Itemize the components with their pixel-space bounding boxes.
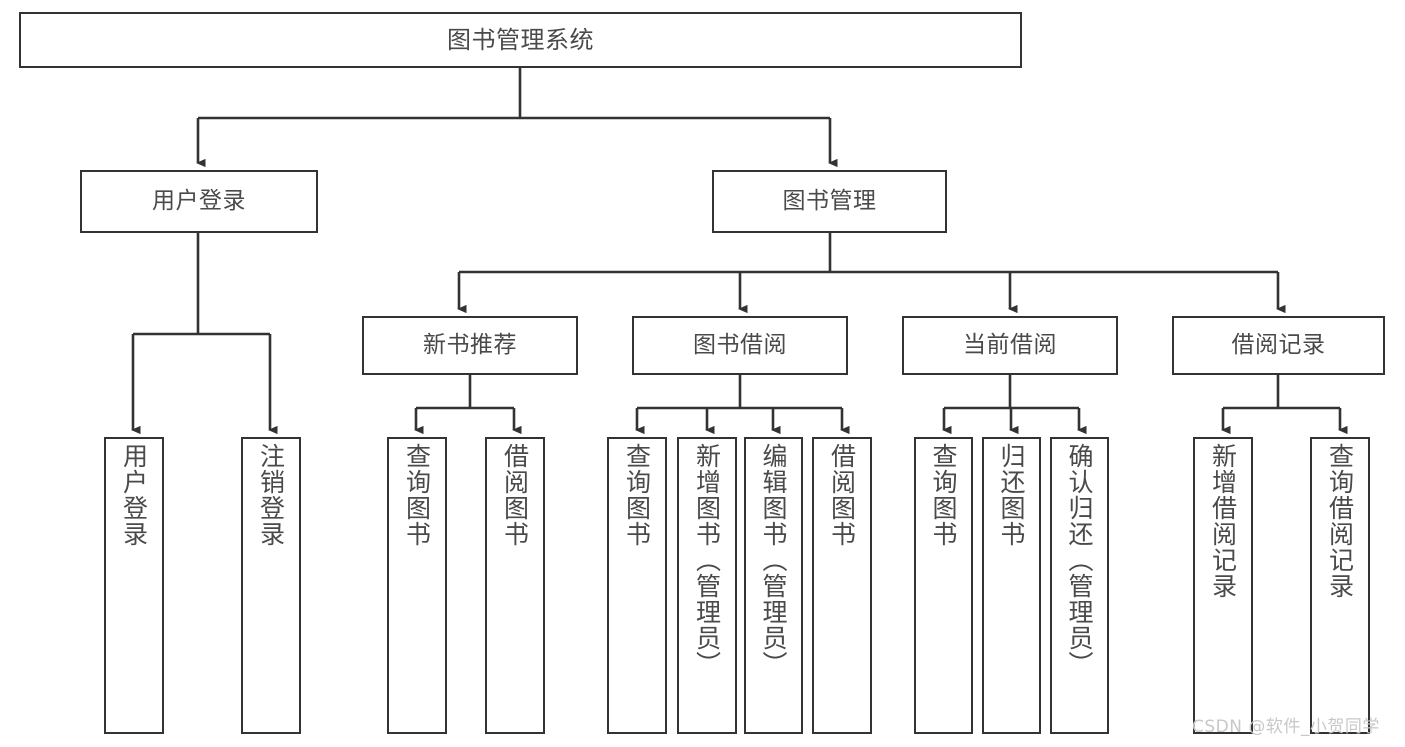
node-root-label: 图书管理系统 [447, 26, 594, 54]
node-leaf-borrow-book-1-label: 借阅图书 [500, 443, 530, 547]
node-leaf-query-book-2[interactable]: 查询图书 [607, 437, 667, 734]
node-leaf-edit-book-label: 编辑图书（管理员） [759, 443, 788, 677]
node-current-borrow[interactable]: 当前借阅 [902, 316, 1118, 375]
node-leaf-query-book-3[interactable]: 查询图书 [914, 437, 973, 734]
node-user-login-label: 用户登录 [152, 188, 246, 214]
node-leaf-query-book-2-label: 查询图书 [622, 443, 652, 547]
node-leaf-query-book-1-label: 查询图书 [402, 443, 432, 547]
node-book-borrow[interactable]: 图书借阅 [632, 316, 848, 375]
node-borrow-record[interactable]: 借阅记录 [1172, 316, 1385, 375]
node-leaf-borrow-book-2-label: 借阅图书 [827, 443, 857, 547]
node-leaf-edit-book[interactable]: 编辑图书（管理员） [744, 437, 803, 734]
node-leaf-query-record-label: 查询借阅记录 [1325, 443, 1355, 599]
node-leaf-logout[interactable]: 注销登录 [241, 437, 301, 734]
node-book-manage-label: 图书管理 [782, 188, 877, 214]
node-new-book-recommend[interactable]: 新书推荐 [362, 316, 578, 375]
node-leaf-borrow-book-2[interactable]: 借阅图书 [812, 437, 872, 734]
node-leaf-borrow-book-1[interactable]: 借阅图书 [485, 437, 545, 734]
node-book-borrow-label: 图书借阅 [693, 332, 787, 358]
node-leaf-add-book[interactable]: 新增图书（管理员） [677, 437, 737, 734]
node-leaf-add-book-label: 新增图书（管理员） [692, 443, 722, 677]
node-leaf-add-record-label: 新增借阅记录 [1208, 443, 1238, 599]
node-book-manage[interactable]: 图书管理 [712, 170, 947, 233]
node-leaf-logout-label: 注销登录 [256, 443, 286, 547]
node-user-login[interactable]: 用户登录 [80, 170, 318, 233]
node-leaf-confirm-return-label: 确认归还（管理员） [1065, 443, 1094, 677]
node-leaf-query-book-1[interactable]: 查询图书 [387, 437, 447, 734]
csdn-watermark: CSDN @软件_小贺同学 [1192, 717, 1380, 737]
node-leaf-confirm-return[interactable]: 确认归还（管理员） [1050, 437, 1109, 734]
node-current-borrow-label: 当前借阅 [963, 332, 1057, 358]
node-leaf-return-book-label: 归还图书 [997, 443, 1026, 547]
node-leaf-query-record[interactable]: 查询借阅记录 [1310, 437, 1370, 734]
node-leaf-query-book-3-label: 查询图书 [929, 443, 958, 547]
node-leaf-add-record[interactable]: 新增借阅记录 [1193, 437, 1253, 734]
node-leaf-user-login[interactable]: 用户登录 [104, 437, 164, 734]
node-borrow-record-label: 借阅记录 [1231, 332, 1326, 358]
node-root[interactable]: 图书管理系统 [19, 12, 1022, 68]
node-leaf-return-book[interactable]: 归还图书 [982, 437, 1041, 734]
node-leaf-user-login-label: 用户登录 [119, 443, 149, 547]
node-new-book-recommend-label: 新书推荐 [423, 332, 517, 358]
